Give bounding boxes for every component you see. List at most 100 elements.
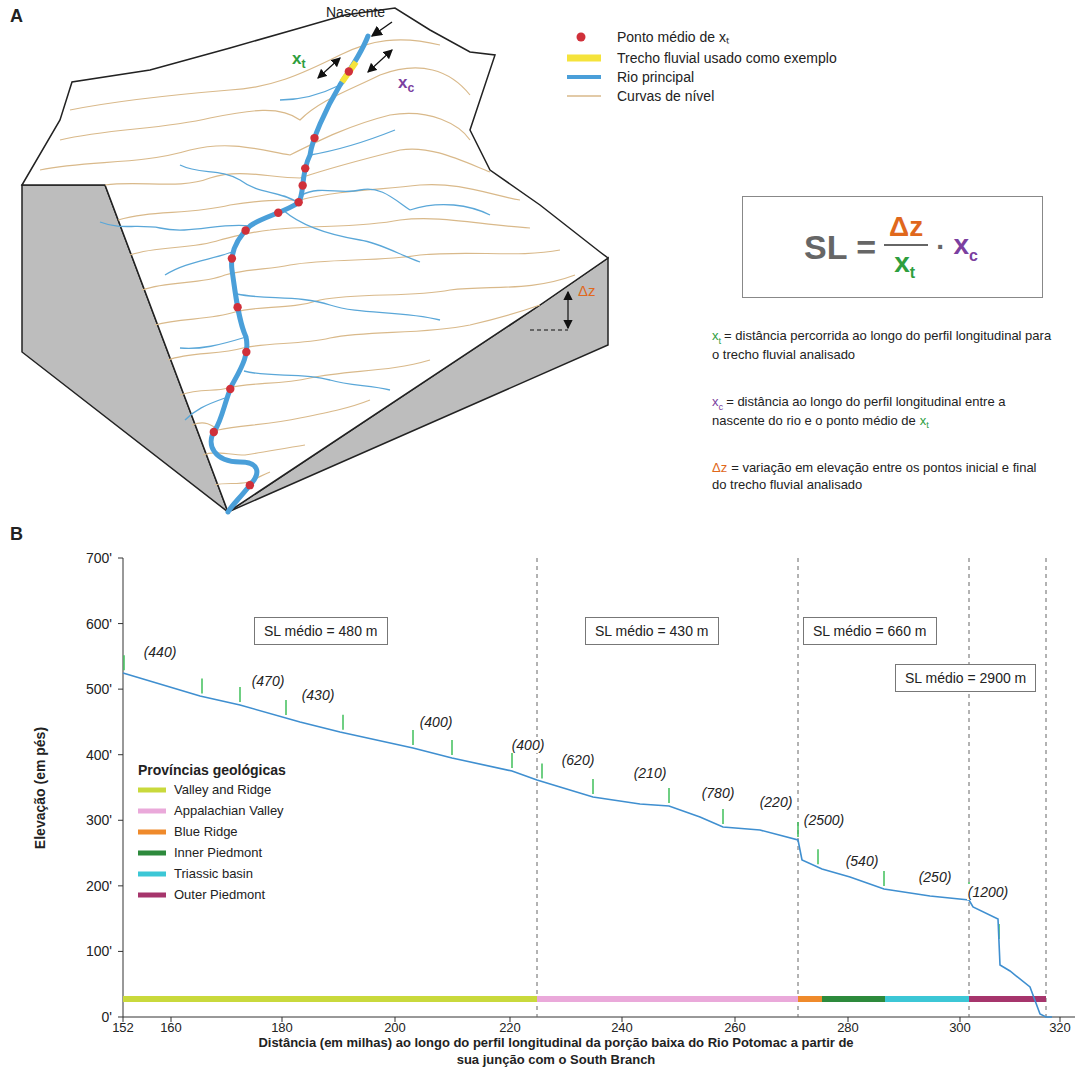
- midpoint-dot: [233, 303, 241, 311]
- sl-value: (470): [251, 673, 286, 689]
- y-ticks: [118, 558, 123, 1017]
- fraction-bar: [884, 244, 928, 246]
- y-tick-label: 0': [60, 1009, 112, 1025]
- node-text: SL médio = 480 m: [264, 623, 378, 639]
- legend-text: Valley and Ridge: [174, 783, 271, 798]
- sl-value: (400): [511, 737, 546, 753]
- river-profile: [123, 673, 1052, 1017]
- node-text: Δz: [889, 212, 923, 241]
- tributaries: [100, 85, 490, 420]
- sl-value: (250): [918, 869, 953, 885]
- panel-letter: A: [10, 6, 23, 27]
- node-text: c: [969, 247, 978, 264]
- midpoint-dot: [301, 164, 309, 172]
- node-text: SL médio = 2900 m: [905, 670, 1026, 686]
- midpoint-dot: [345, 67, 353, 75]
- midpoint-dot: [310, 134, 318, 142]
- province-segment: [822, 996, 885, 1002]
- legend-text: Rio principal: [617, 69, 694, 85]
- main-river: [211, 36, 368, 512]
- legend-swatch: [567, 55, 601, 62]
- midpoints: [210, 67, 353, 489]
- formula-box: SL =Δzxt·xc: [742, 196, 1043, 298]
- legend-swatch: [138, 830, 166, 835]
- legend-swatch: [567, 75, 601, 79]
- legend-swatch: [138, 893, 166, 898]
- midpoint-dot: [246, 481, 254, 489]
- label-text: x: [712, 328, 719, 343]
- sl-value: (210): [633, 765, 668, 781]
- xt-arrow: [318, 58, 340, 78]
- legend-swatch: [138, 788, 166, 793]
- midpoint-dot: [242, 348, 250, 356]
- example-reach: [342, 62, 356, 82]
- legend-text: Inner Piedmont: [174, 846, 262, 861]
- midpoint-dot: [298, 181, 306, 189]
- label-text: x: [920, 413, 927, 428]
- label-text: x: [712, 394, 719, 409]
- legend-title: Províncias geológicas: [138, 762, 286, 778]
- legend-swatch: [138, 809, 166, 814]
- legend-swatch: [567, 95, 601, 97]
- dz-arrow: [567, 292, 568, 328]
- x-tick-label: 300: [949, 1021, 971, 1036]
- sl-mean-box: SL médio = 430 m: [585, 617, 719, 645]
- chart-axes: [123, 558, 1075, 1017]
- legend-swatch: [138, 872, 166, 877]
- definition-text: xc: [398, 72, 438, 97]
- midpoint-dot: [294, 198, 302, 206]
- node-text: x: [894, 247, 910, 278]
- source-label: Nascente: [326, 4, 385, 20]
- x-tick-label: 220: [499, 1021, 521, 1036]
- x-tick-label: 280: [837, 1021, 859, 1036]
- label-text: Δz: [712, 460, 727, 475]
- x-tick-label: 260: [724, 1021, 746, 1036]
- sl-value: (540): [845, 853, 880, 869]
- sl-value: (400): [419, 714, 454, 730]
- y-tick-label: 700': [60, 550, 112, 566]
- y-tick-label: 600': [60, 616, 112, 632]
- label-text: x: [292, 49, 301, 68]
- legend-swatch: [138, 851, 166, 856]
- province-segment: [798, 996, 822, 1002]
- midpoint-dot: [274, 209, 282, 217]
- y-tick-label: 400': [60, 747, 112, 763]
- midpoint-dot: [226, 385, 234, 393]
- top-surface: [22, 8, 608, 512]
- x-tick-label: 200: [384, 1021, 406, 1036]
- midpoint-dot: [210, 428, 218, 436]
- contour-lines: [40, 40, 575, 485]
- node-text: x: [953, 229, 969, 260]
- x-tick-label: 152: [112, 1021, 134, 1036]
- y-tick-label: 100': [60, 943, 112, 959]
- legend-text: Triassic basin: [174, 867, 253, 882]
- legend-text: Outer Piedmont: [174, 888, 265, 903]
- label-text: t: [301, 57, 305, 71]
- xc-arrow: [368, 50, 392, 72]
- node-text: t: [910, 264, 915, 281]
- x-tick-label: 320: [1049, 1021, 1071, 1036]
- node-text: SL =: [804, 228, 876, 267]
- midpoint-dot: [241, 226, 249, 234]
- province-segment: [537, 996, 798, 1002]
- x-tick-label: 180: [271, 1021, 293, 1036]
- dz-dash: [530, 329, 568, 330]
- y-tick-label: 200': [60, 878, 112, 894]
- multiplier: xc: [953, 229, 980, 265]
- province-segment: [123, 996, 537, 1002]
- province-segment: [885, 996, 969, 1002]
- sl-value: (780): [701, 785, 736, 801]
- definition-text: xc= distância ao longo do perfil longitu…: [712, 394, 1052, 432]
- dz-label: Δz: [578, 282, 596, 299]
- sl-value: (2500): [803, 812, 845, 828]
- sl-value: (1200): [967, 884, 1009, 900]
- sl-value: (440): [143, 644, 178, 660]
- fraction: Δz xt: [884, 212, 928, 282]
- province-dividers: [537, 558, 1046, 1017]
- node-text: SL médio = 660 m: [813, 623, 927, 639]
- y-tick-label: 500': [60, 681, 112, 697]
- x-ticks: [123, 1017, 1060, 1022]
- legend-text: Ponto médio de xₜ: [617, 29, 729, 45]
- sl-mean-box: SL médio = 2900 m: [895, 664, 1036, 692]
- node-text: ·: [936, 231, 945, 263]
